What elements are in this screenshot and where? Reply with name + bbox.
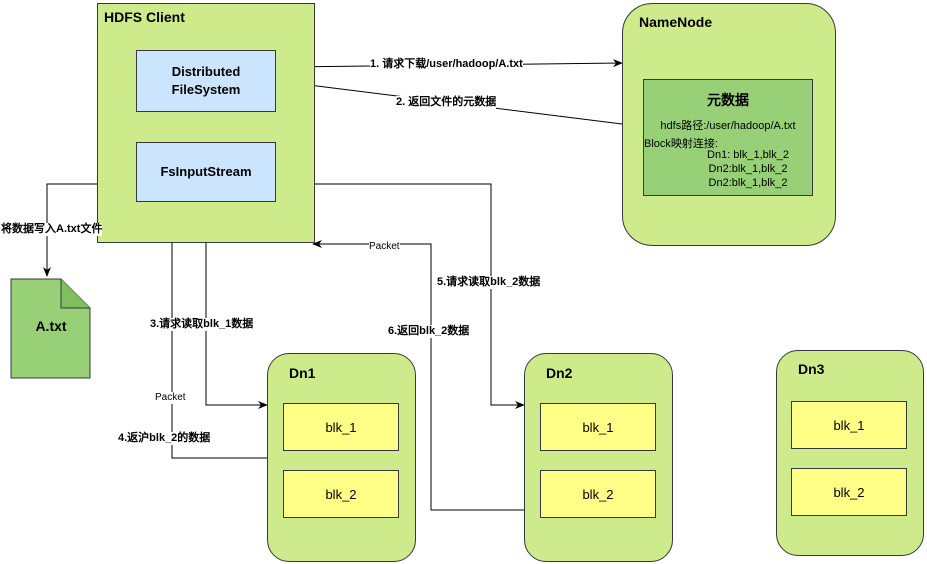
distributed-filesystem-box: Distributed FileSystem <box>136 50 276 112</box>
dn2-block-blk1: blk_1 <box>540 403 656 451</box>
datanode-dn2 <box>524 353 673 562</box>
edge-label-5: 5.请求读取blk_2数据 <box>437 276 541 289</box>
edge-write-file <box>43 183 97 277</box>
metadata-path: hdfs路径:/user/hadoop/A.txt <box>660 120 796 132</box>
metadata-box <box>643 79 813 196</box>
block-label: blk_1 <box>325 419 357 435</box>
datanode-dn1 <box>267 353 416 562</box>
edge-label-6: 6.返回blk_2数据 <box>388 325 470 338</box>
edge-read-blk1 <box>205 202 268 409</box>
metadata-mapping: Dn2:blk_1,blk_2 <box>708 163 788 175</box>
datanode-dn3 <box>776 350 924 556</box>
edge-label-6-packet: Packet <box>369 241 400 253</box>
metadata-mapping: Dn2:blk_1,blk_2 <box>708 177 788 189</box>
dn2-block-blk2: blk_2 <box>540 470 656 518</box>
metadata-block-header: Block映射连接: <box>644 138 718 150</box>
edge-label-2: 2. 返回文件的元数据 <box>396 96 497 109</box>
edge-label-3: 3.请求读取blk_1数据 <box>150 318 254 331</box>
metadata-mapping: Dn1: blk_1,blk_2 <box>707 149 789 161</box>
datanode-dn3-title: Dn3 <box>798 361 825 377</box>
datanode-dn2-title: Dn2 <box>546 365 573 381</box>
edge-label-4: 4.返沪blk_2的数据 <box>118 432 211 445</box>
block-label: blk_2 <box>833 484 865 500</box>
block-label: blk_2 <box>325 486 357 502</box>
block-label: blk_1 <box>833 417 865 433</box>
datanode-dn1-title: Dn1 <box>289 365 316 381</box>
metadata-title: 元数据 <box>707 92 749 108</box>
dn1-block-blk1: blk_1 <box>283 403 399 451</box>
block-label: blk_1 <box>582 419 614 435</box>
namenode-title: NameNode <box>639 14 713 30</box>
distributed-filesystem-label: Distributed FileSystem <box>171 64 241 97</box>
hdfs-client-title: HDFS Client <box>104 9 185 25</box>
dn1-block-blk2: blk_2 <box>283 470 399 518</box>
file-fold <box>60 279 90 309</box>
block-label: blk_2 <box>582 486 614 502</box>
edge-return-blk2 <box>168 203 267 459</box>
dn3-block-blk1: blk_1 <box>791 401 907 449</box>
hdfs-client-box <box>97 3 315 243</box>
edge-label-4-packet: Packet <box>155 392 186 404</box>
fsinputstream-box: FsInputStream <box>136 142 276 202</box>
fsinputstream-label: FsInputStream <box>160 164 252 179</box>
dn3-block-blk2: blk_2 <box>791 468 907 516</box>
edge-label-write: 将数据写入A.txt文件 <box>1 223 103 236</box>
file-name: A.txt <box>35 318 67 334</box>
edge-label-1: 1. 请求下载/user/hadoop/A.txt <box>370 58 523 71</box>
edge-read-blk2 <box>315 183 525 409</box>
